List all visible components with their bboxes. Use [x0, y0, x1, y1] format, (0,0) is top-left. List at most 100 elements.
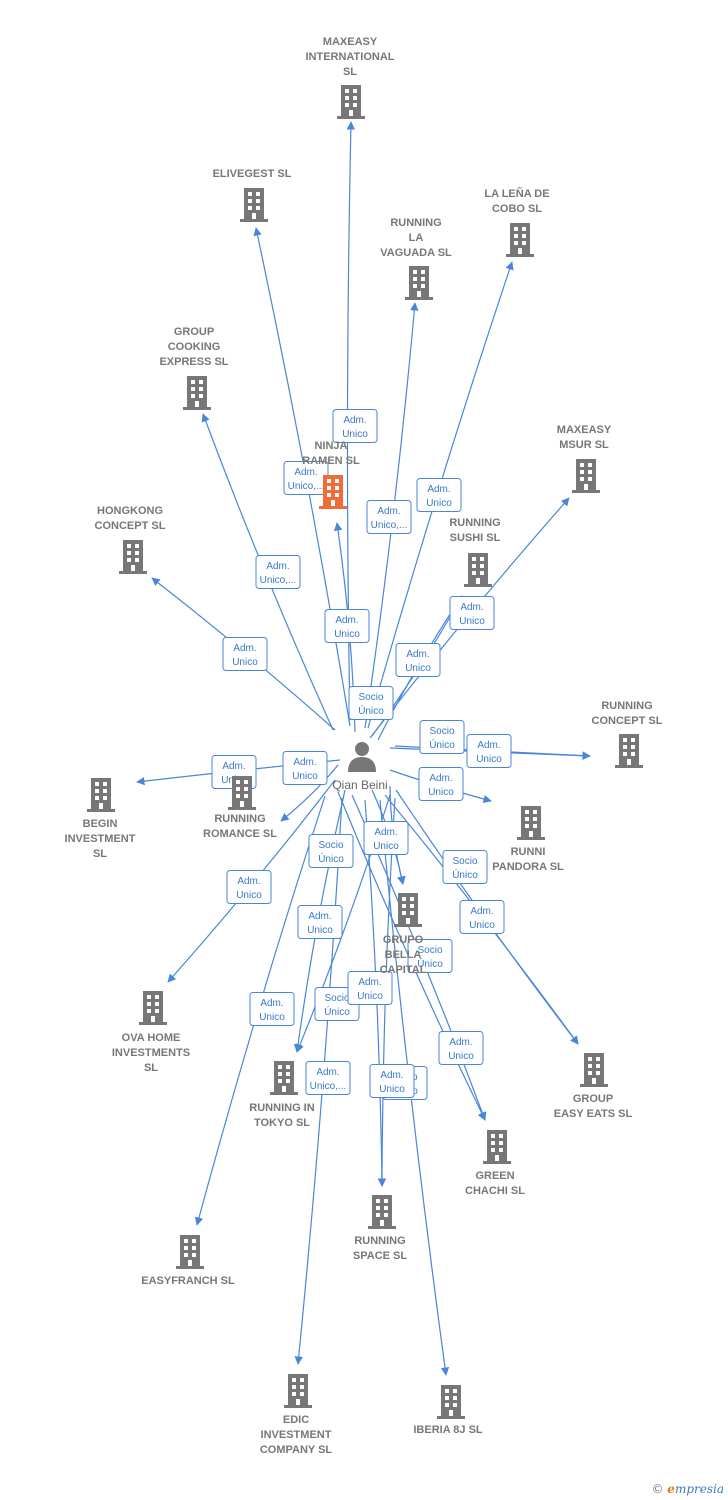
relation-badge-easyfranch[interactable]: Adm.Unico — [347, 971, 393, 1005]
relation-badge-text: Adm. — [260, 998, 283, 1009]
company-label: SL — [93, 848, 107, 860]
relation-badge-running-concept[interactable]: Adm.Unico — [466, 734, 512, 768]
center-person-node[interactable]: Qian Beini — [332, 742, 388, 792]
building-icon — [572, 459, 600, 493]
company-label: BELLA — [385, 949, 422, 961]
company-label: BEGIN — [83, 818, 118, 830]
relation-badge-running-space[interactable]: Adm.Unico — [438, 1031, 484, 1065]
relation-badge-text: Único — [417, 957, 443, 970]
relation-badge-text: Adm. — [266, 561, 289, 572]
relation-badge-ova-home-investments[interactable]: Adm.Unico — [226, 870, 272, 904]
building-icon — [119, 540, 147, 574]
relation-badge-text: Socio — [429, 726, 454, 737]
relation-badge-running-sushi[interactable]: Adm.Unico — [395, 643, 441, 677]
building-icon — [464, 553, 492, 587]
company-label: INVESTMENT — [65, 833, 136, 845]
relation-badge-text: Adm. — [377, 506, 400, 517]
relation-badge-running-la-vaguada[interactable]: Adm.Unico,... — [366, 500, 412, 534]
company-label: VAGUADA SL — [380, 247, 452, 259]
company-node-iberia-8j[interactable]: IBERIA 8J SL — [413, 1385, 483, 1436]
relation-badge-text: Socio — [324, 993, 349, 1004]
relation-badge-maxeasy-international[interactable]: Adm.Unico — [332, 409, 378, 443]
company-node-begin-investment[interactable]: BEGIN INVESTMENT SL — [65, 778, 136, 860]
building-icon — [139, 991, 167, 1025]
relation-badge-edic-investment-company[interactable]: Adm.Unico,... — [305, 1061, 351, 1095]
relation-badge-text: Unico,... — [260, 575, 297, 586]
relation-badge-text: Socio — [452, 856, 477, 867]
company-label: EASYFRANCH SL — [141, 1275, 235, 1287]
relation-badge-text: Unico — [379, 1084, 405, 1095]
company-node-elivegest[interactable]: ELIVEGEST SL — [213, 168, 292, 222]
building-icon — [580, 1053, 608, 1087]
company-node-easyfranch[interactable]: EASYFRANCH SL — [141, 1235, 235, 1287]
relation-badge-text: Unico — [426, 498, 452, 509]
company-label: CONCEPT SL — [592, 715, 663, 727]
relation-badge-text: Unico — [405, 663, 431, 674]
edge-to-running-romance — [280, 764, 339, 822]
relation-badge-text: Adm. — [233, 643, 256, 654]
relation-badge-text: Unico — [373, 841, 399, 852]
empresia-logo[interactable]: empresia — [667, 1482, 724, 1496]
company-label: EDIC — [283, 1414, 309, 1426]
company-label: SPACE SL — [353, 1250, 407, 1262]
relation-badge-text: Unico — [292, 771, 318, 782]
building-icon — [176, 1235, 204, 1269]
copyright-symbol: © — [651, 1482, 664, 1496]
relation-badge-green-chachi[interactable]: Adm.Unico — [249, 992, 295, 1026]
building-icon — [87, 778, 115, 812]
relation-badge-text: Adm. — [358, 977, 381, 988]
relation-badge-text: Único — [358, 704, 384, 717]
relation-badge-hongkong-concept[interactable]: Adm.Unico — [222, 637, 268, 671]
building-icon — [228, 776, 256, 810]
relation-badge-grupo-bella-capital[interactable]: Adm.Unico — [363, 821, 409, 855]
relation-badge-maxeasy-msur[interactable]: Adm.Unico — [449, 596, 495, 630]
company-label: ELIVEGEST SL — [213, 168, 292, 180]
building-icon — [270, 1061, 298, 1095]
company-label: CONCEPT SL — [95, 520, 166, 532]
relation-badge-ninja-ramen[interactable]: Adm.Unico — [324, 609, 370, 643]
company-label: COBO SL — [492, 203, 542, 215]
relation-badge-text: Adm. — [477, 740, 500, 751]
relation-badge-running-in-tokyo[interactable]: Adm.Unico — [297, 905, 343, 939]
company-label: RUNNING — [214, 813, 265, 825]
relation-badge-text: Adm. — [293, 757, 316, 768]
relation-badge-runni-pandora[interactable]: Adm.Unico — [418, 767, 464, 801]
relation-badge-text: Unico — [448, 1051, 474, 1062]
company-label: OVA HOME — [122, 1032, 181, 1044]
relation-badge-la-lena-de-cobo[interactable]: Adm.Unico — [416, 478, 462, 512]
relation-badge-running-romance[interactable]: Adm. Unico — [282, 751, 328, 785]
building-icon — [483, 1130, 511, 1164]
company-label: CAPITAL — [380, 964, 427, 976]
relation-badge-group-easy-eats[interactable]: Adm.Unico — [459, 900, 505, 934]
company-label: PANDORA SL — [492, 861, 564, 873]
relation-badge-group-cooking-express[interactable]: Adm. Unico,... — [255, 555, 301, 589]
building-icon — [284, 1374, 312, 1408]
relation-badge-text: Unico — [236, 890, 262, 901]
relation-badge-iberia-8j[interactable]: Adm.Unico — [369, 1064, 415, 1098]
